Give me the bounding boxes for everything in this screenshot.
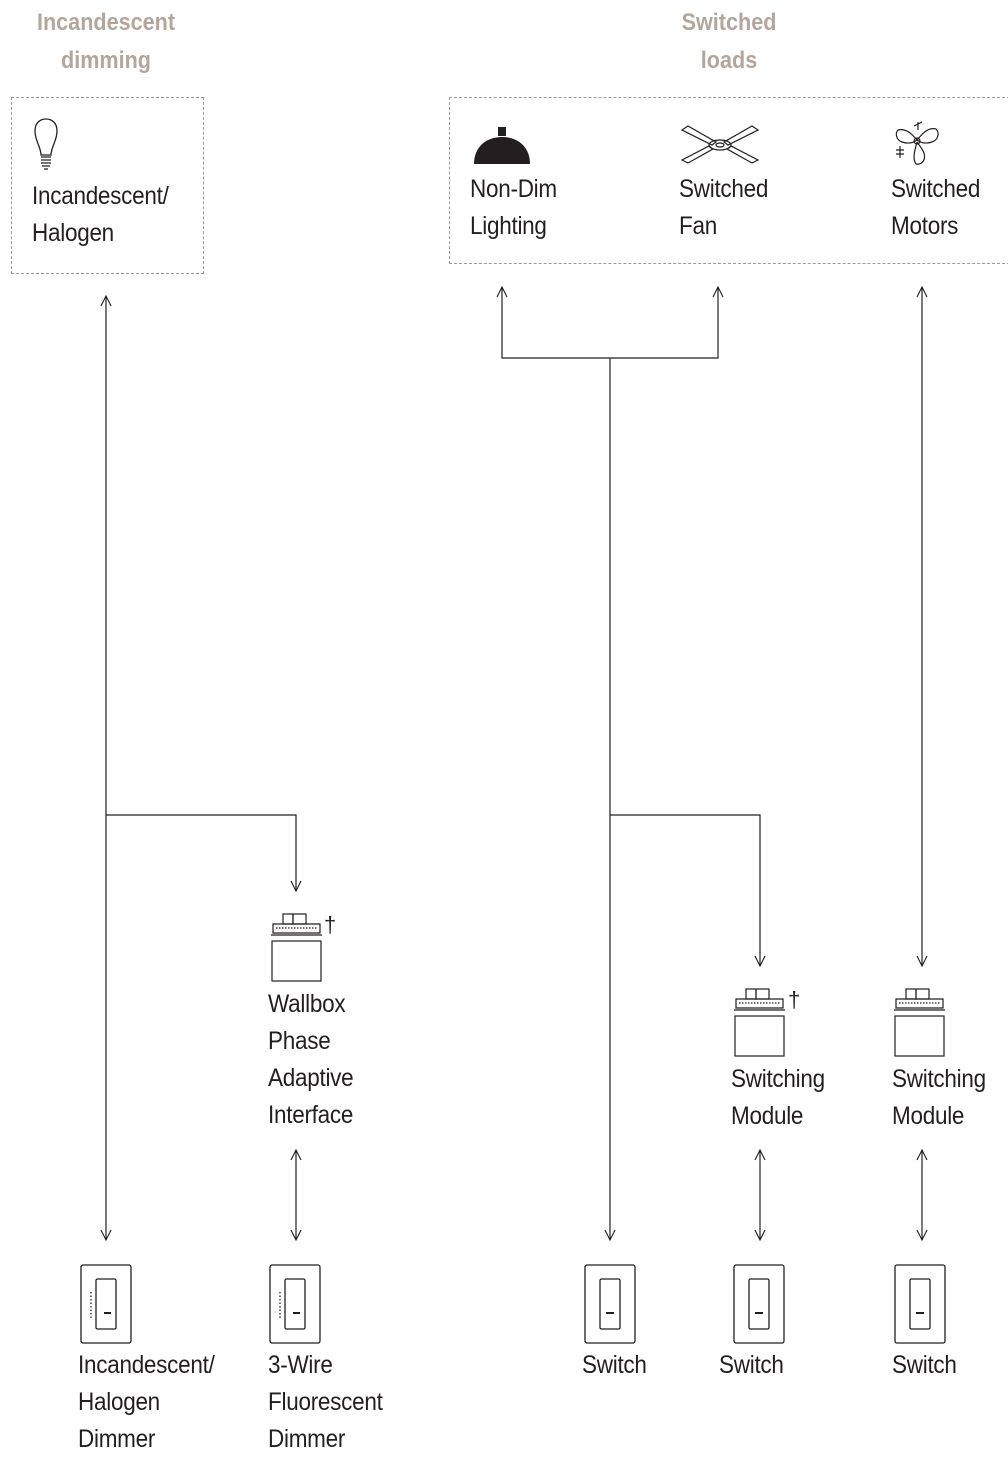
- line-to-fan: [610, 287, 718, 359]
- motor-fan-icon: [895, 121, 939, 165]
- group-title-incandescent: Incandescent dimming: [36, 9, 176, 74]
- interface-module-icon: [734, 988, 785, 1057]
- interface-module-icon: [894, 988, 945, 1057]
- group-title-switched: Switched loads: [681, 9, 777, 74]
- group-box-incandescent: [11, 97, 204, 274]
- label-switched-motors: Switched Motors: [891, 175, 981, 240]
- line-to-module1: [610, 814, 760, 966]
- label-non-dim-lighting: Non-Dim Lighting: [470, 175, 557, 240]
- dagger-wallbox: †: [324, 912, 337, 937]
- dagger-switching-module: †: [788, 987, 801, 1012]
- switch-icon: [733, 1264, 785, 1344]
- switch-icon: [584, 1264, 636, 1344]
- line-to-wallbox: [106, 814, 296, 891]
- line-to-nondim: [502, 287, 610, 359]
- switch-icon: [894, 1264, 946, 1344]
- label-switch-1: Switch: [582, 1351, 647, 1379]
- ceiling-fan-icon: [680, 125, 760, 164]
- bulb-icon: [34, 118, 58, 170]
- label-incandescent-dimmer: Incandescent/ Halogen Dimmer: [78, 1351, 215, 1453]
- label-switch-3: Switch: [892, 1351, 957, 1379]
- label-fluorescent-dimmer: 3-Wire Fluorescent Dimmer: [268, 1351, 383, 1453]
- group-box-switched: [449, 97, 1008, 264]
- dimmer-icon: [80, 1264, 132, 1344]
- label-switch-2: Switch: [719, 1351, 784, 1379]
- dimmer-icon: [269, 1264, 321, 1344]
- dome-lamp-icon: [474, 127, 530, 164]
- label-wallbox-interface: Wallbox Phase Adaptive Interface: [268, 990, 354, 1129]
- label-incandescent-halogen: Incandescent/ Halogen: [32, 182, 169, 247]
- label-switched-fan: Switched Fan: [679, 175, 769, 240]
- label-switching-module-2: Switching Module: [892, 1065, 986, 1130]
- label-switching-module-1: Switching Module: [731, 1065, 825, 1130]
- interface-module-icon: [271, 913, 322, 982]
